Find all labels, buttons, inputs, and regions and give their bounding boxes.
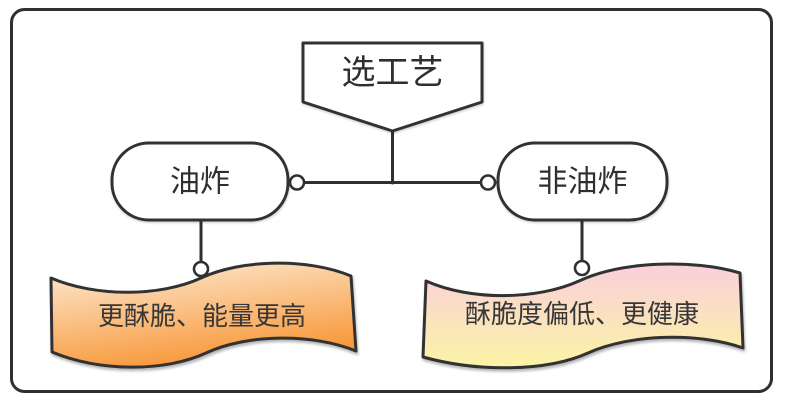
- result-banner-fried-label: 更酥脆、能量更高: [98, 301, 306, 331]
- branch-node-nonfried-label: 非油炸: [538, 166, 628, 199]
- branch-node-nonfried: [496, 141, 669, 222]
- result-banner-fried: [49, 261, 358, 369]
- result-banner-nonfried-label: 酥脆度偏低、更健康: [465, 299, 699, 329]
- result-banner-nonfried: [421, 262, 745, 370]
- connector-dot-nonfried-bar: [479, 174, 497, 191]
- branch-node-fried-label: 油炸: [170, 166, 230, 199]
- root-node-shape: [301, 41, 484, 133]
- connector-dot-fried-banner: [192, 260, 210, 278]
- branch-node-fried: [110, 141, 290, 222]
- connector-dot-fried-bar: [288, 174, 306, 191]
- root-node-label: 选工艺: [342, 54, 444, 92]
- connector-dot-nonfried-banner: [573, 259, 591, 277]
